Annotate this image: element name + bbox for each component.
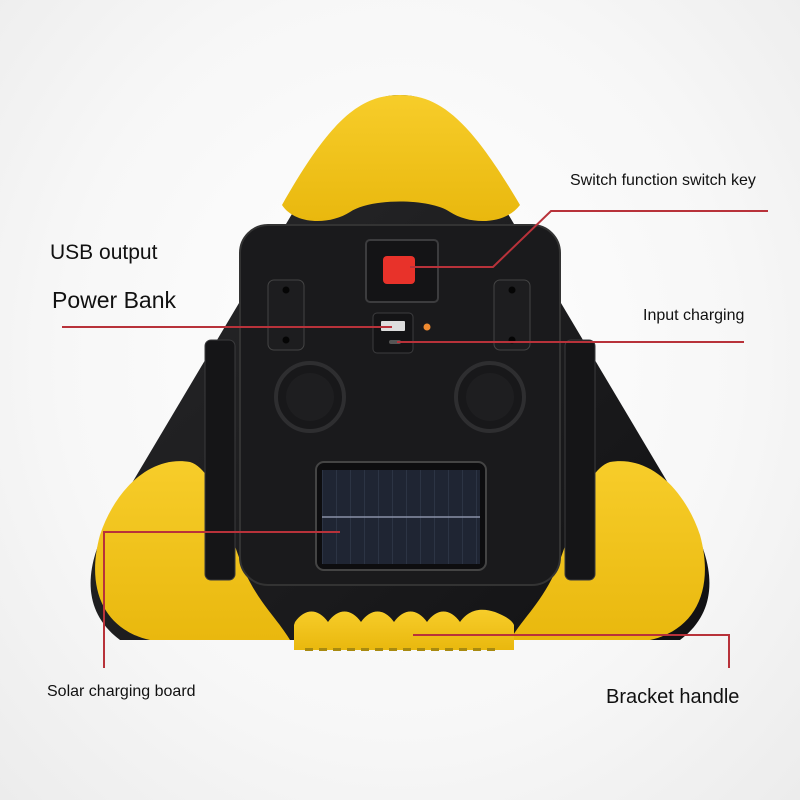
label-solar-board: Solar charging board xyxy=(47,683,196,700)
label-bracket-handle: Bracket handle xyxy=(606,686,740,708)
label-switch-key: Switch function switch key xyxy=(570,172,756,189)
usb-port xyxy=(381,321,405,331)
callout-line-bracket xyxy=(413,634,730,668)
callout-line-solar xyxy=(103,531,340,668)
callout-line-switch xyxy=(410,210,768,268)
label-input-charging: Input charging xyxy=(643,307,745,324)
label-usb-output: USB output xyxy=(50,241,158,264)
left-yellow-corner xyxy=(95,461,290,640)
bracket-handle xyxy=(294,609,514,650)
port-housing xyxy=(372,312,414,354)
right-yellow-corner xyxy=(510,461,705,640)
indicator-led xyxy=(423,323,431,331)
top-yellow-corner xyxy=(282,95,520,222)
switch-key xyxy=(383,256,415,284)
label-power-bank: Power Bank xyxy=(52,287,177,313)
